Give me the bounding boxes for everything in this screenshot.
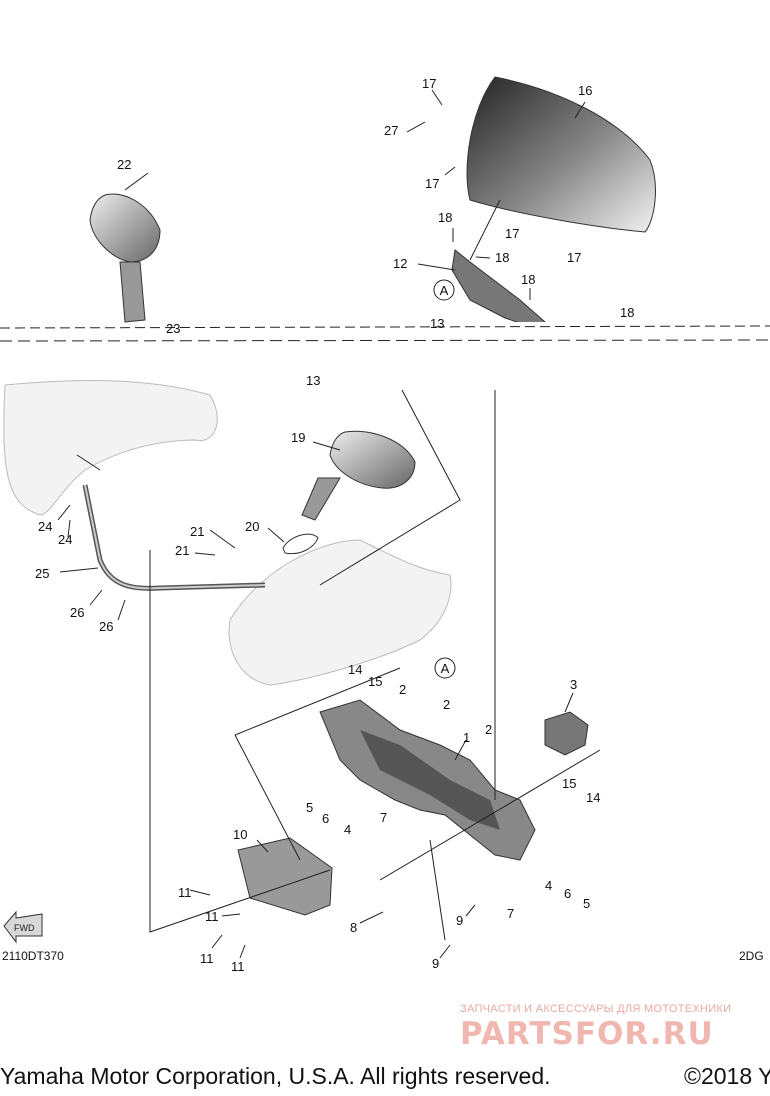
- stay-bar: [82, 484, 266, 591]
- front-frame-shading: [360, 730, 500, 830]
- cutaway-band-top-edge: [0, 325, 770, 329]
- callout-9-a: 9: [456, 913, 463, 928]
- reference-marker-a-upper: A: [433, 279, 455, 301]
- reference-marker-a-lower: A: [434, 657, 456, 679]
- watermark-tagline: ЗАПЧАСТИ И АКСЕССУАРЫ ДЛЯ МОТОТЕХНИКИ: [460, 1003, 732, 1015]
- callout-8: 8: [350, 920, 357, 935]
- assembly-lines: [76, 199, 601, 941]
- copyright-text: Yamaha Motor Corporation, U.S.A. All rig…: [0, 1063, 551, 1089]
- callout-21-b: 21: [175, 543, 189, 558]
- callout-6-a: 6: [322, 811, 329, 826]
- callout-23: 23: [166, 321, 180, 336]
- front-cowl-center: [228, 539, 452, 686]
- callout-2-b: 2: [443, 697, 450, 712]
- cutaway-band: [0, 322, 770, 364]
- callout-21-a: 21: [190, 524, 204, 539]
- callout-10: 10: [233, 827, 247, 842]
- callout-9-b: 9: [432, 956, 439, 971]
- front-cowl-left: [3, 380, 218, 516]
- mirror-right-stem: [301, 477, 341, 521]
- fwd-label: FWD: [14, 923, 35, 933]
- diagram-code-right: 2DG: [739, 949, 764, 963]
- plate-10: [237, 837, 333, 916]
- callout-19: 19: [291, 430, 305, 445]
- reference-marker-label: A: [440, 283, 449, 298]
- callout-15-a: 15: [368, 674, 382, 689]
- callout-14-b: 14: [586, 790, 600, 805]
- callout-25: 25: [35, 566, 49, 581]
- mirror-left-stem: [119, 261, 146, 323]
- callout-26-b: 26: [99, 619, 113, 634]
- callout-2-c: 2: [485, 722, 492, 737]
- callout-1: 1: [463, 730, 470, 745]
- callout-18-d: 18: [620, 305, 634, 320]
- callout-17-top: 17: [422, 76, 436, 91]
- callout-5-b: 5: [583, 896, 590, 911]
- callout-6-b: 6: [564, 886, 571, 901]
- stay-bar-inner: [84, 484, 266, 590]
- windshield: [466, 76, 656, 233]
- callout-11-b: 11: [205, 909, 219, 924]
- callout-17-mid: 17: [505, 226, 519, 241]
- mirror-left-housing: [89, 193, 161, 263]
- callout-4-a: 4: [344, 822, 351, 837]
- callout-12: 12: [393, 256, 407, 271]
- bracket-3: [544, 711, 589, 756]
- callout-24-a: 24: [38, 519, 52, 534]
- callout-16: 16: [578, 83, 592, 98]
- diagram-code-left: 2110DT370: [2, 949, 64, 963]
- callout-13-a: 13: [430, 316, 444, 331]
- callout-7-b: 7: [507, 906, 514, 921]
- callout-14-a: 14: [348, 662, 362, 677]
- callout-15-b: 15: [562, 776, 576, 791]
- callout-4-b: 4: [545, 878, 552, 893]
- callout-18-a: 18: [438, 210, 452, 225]
- copyright-year: ©2018 Y: [684, 1063, 770, 1089]
- cutaway-band-bottom-edge: [0, 339, 770, 342]
- callout-17-left: 17: [425, 176, 439, 191]
- callout-22: 22: [117, 157, 131, 172]
- callout-7-a: 7: [380, 810, 387, 825]
- callout-18-c: 18: [521, 272, 535, 287]
- callout-24-b: 24: [58, 532, 72, 547]
- reference-marker-label: A: [441, 661, 450, 676]
- callout-5-a: 5: [306, 800, 313, 815]
- callout-26-a: 26: [70, 605, 84, 620]
- callout-17-right: 17: [567, 250, 581, 265]
- callout-11-d: 11: [231, 959, 245, 974]
- mirror-right-housing: [329, 430, 416, 489]
- callout-13-b: 13: [306, 373, 320, 388]
- callout-11-a: 11: [178, 885, 192, 900]
- gasket: [282, 533, 319, 555]
- leader-lines: [57, 89, 586, 959]
- callout-20: 20: [245, 519, 259, 534]
- callout-18-b: 18: [495, 250, 509, 265]
- callout-11-c: 11: [200, 951, 214, 966]
- fwd-arrow-icon: FWD: [3, 910, 43, 944]
- callout-3: 3: [570, 677, 577, 692]
- callout-27: 27: [384, 123, 398, 138]
- callout-2-a: 2: [399, 682, 406, 697]
- watermark-logo: PARTSFOR.RU: [460, 1016, 714, 1052]
